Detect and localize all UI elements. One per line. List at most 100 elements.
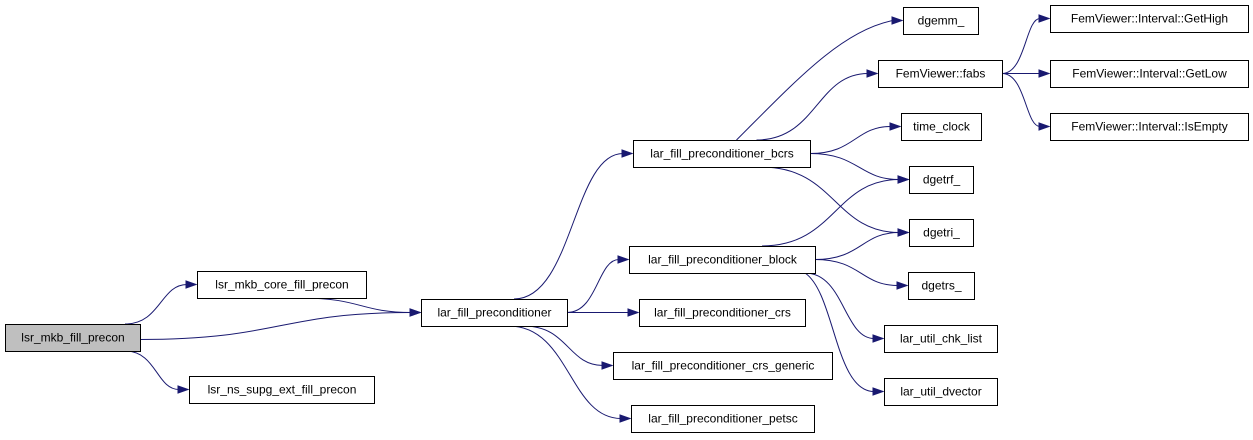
node-fabs[interactable]: FemViewer::fabs — [878, 60, 1003, 88]
edge-n_fabs-to-n_empty — [1001, 73, 1041, 127]
node-box[interactable] — [631, 405, 815, 433]
node-label: lar_fill_preconditioner_petsc — [648, 412, 797, 426]
edge-n_core-to-n_lfp — [301, 297, 412, 313]
arrowhead-n_block-to-n_dgetri — [897, 228, 910, 237]
node-label: lsr_mkb_core_fill_precon — [215, 278, 348, 292]
node-box[interactable] — [5, 324, 141, 352]
edge-n_block-to-n_chk — [804, 272, 875, 339]
node-box[interactable] — [878, 60, 1003, 88]
nodes-layer: lsr_mkb_fill_precon lsr_mkb_core_fill_pre… — [5, 5, 1249, 433]
edges-layer — [124, 14, 1051, 423]
node-box[interactable] — [884, 325, 998, 353]
edge-n_block-to-n_dgetri — [814, 232, 900, 260]
node-label: lar_fill_preconditioner_crs_generic — [632, 359, 815, 373]
node-box[interactable] — [421, 299, 568, 327]
node-bcrs[interactable]: lar_fill_preconditioner_bcrs — [633, 140, 811, 168]
node-label: lar_util_dvector — [900, 385, 981, 399]
edge-n_block-to-n_dgetrf — [761, 179, 900, 247]
node-label: lar_fill_preconditioner — [437, 306, 551, 320]
node-label: dgetrs_ — [921, 279, 961, 293]
node-label: time_clock — [913, 120, 971, 134]
node-label: lar_fill_preconditioner_crs — [654, 306, 791, 320]
node-label: lsr_ns_supg_ext_fill_precon — [208, 383, 357, 397]
arrowhead-n_block-to-n_dvec — [872, 387, 885, 396]
arrowhead-n_block-to-n_dgetrf — [897, 175, 910, 184]
arrowhead-n_fabs-to-n_high — [1038, 14, 1051, 23]
node-label: FemViewer::Interval::IsEmpty — [1071, 120, 1228, 134]
arrowhead-n_block-to-n_dgetrs — [896, 281, 909, 290]
node-core[interactable]: lsr_mkb_core_fill_precon — [197, 271, 367, 299]
node-dgetrf[interactable]: dgetrf_ — [909, 166, 974, 194]
edge-n_bcrs-to-n_time — [809, 126, 892, 154]
node-box[interactable] — [903, 7, 979, 35]
node-box[interactable] — [884, 378, 998, 406]
edge-n_root-to-n_core — [124, 284, 188, 325]
node-box[interactable] — [197, 271, 367, 299]
node-lfp[interactable]: lar_fill_preconditioner — [421, 299, 568, 327]
node-box[interactable] — [909, 166, 974, 194]
edge-n_lfp-to-n_petsc — [508, 325, 622, 419]
node-time[interactable]: time_clock — [901, 113, 982, 141]
node-petsc[interactable]: lar_fill_preconditioner_petsc — [631, 405, 815, 433]
node-box[interactable] — [613, 352, 833, 380]
node-label: FemViewer::Interval::GetHigh — [1071, 12, 1228, 26]
arrowhead-n_lfp-to-n_crs — [627, 308, 640, 317]
arrowhead-n_bcrs-to-n_time — [889, 122, 902, 131]
edge-n_lfp-to-n_block — [566, 259, 620, 313]
node-box[interactable] — [639, 299, 806, 327]
edge-n_root-to-n_supg — [124, 350, 180, 390]
node-empty[interactable]: FemViewer::Interval::IsEmpty — [1050, 113, 1249, 141]
edge-n_root-to-n_lfp — [139, 312, 412, 340]
arrowhead-n_lfp-to-n_bcrs — [621, 149, 634, 158]
arrowhead-n_fabs-to-n_empty — [1038, 122, 1051, 131]
node-supg[interactable]: lsr_ns_supg_ext_fill_precon — [189, 376, 375, 404]
edge-n_fabs-to-n_high — [1001, 18, 1041, 74]
arrowhead-n_fabs-to-n_low — [1038, 69, 1051, 78]
node-crsg[interactable]: lar_fill_preconditioner_crs_generic — [613, 352, 833, 380]
edge-n_bcrs-to-n_dgetri — [761, 166, 900, 233]
node-box[interactable] — [909, 219, 974, 247]
node-label: lar_fill_preconditioner_block — [648, 253, 798, 267]
node-label: FemViewer::fabs — [896, 67, 986, 81]
edge-n_bcrs-to-n_fabs — [756, 73, 869, 141]
edge-n_block-to-n_dgetrs — [814, 259, 899, 286]
node-block[interactable]: lar_fill_preconditioner_block — [629, 246, 816, 274]
node-dgetri[interactable]: dgetri_ — [909, 219, 974, 247]
node-label: lsr_mkb_fill_precon — [21, 331, 124, 345]
node-label: FemViewer::Interval::GetLow — [1072, 67, 1227, 81]
edge-n_lfp-to-n_bcrs — [513, 153, 624, 300]
node-high[interactable]: FemViewer::Interval::GetHigh — [1050, 5, 1249, 33]
edge-n_bcrs-to-n_dgetrf — [809, 153, 900, 180]
edge-n_bcrs-to-n_dgemm — [736, 20, 894, 141]
node-box[interactable] — [901, 113, 982, 141]
node-box[interactable] — [629, 246, 816, 274]
arrowhead-n_bcrs-to-n_dgemm — [891, 16, 904, 25]
node-root[interactable]: lsr_mkb_fill_precon — [5, 324, 141, 352]
node-box[interactable] — [1050, 60, 1249, 88]
node-box[interactable] — [1050, 113, 1249, 141]
node-label: lar_fill_preconditioner_bcrs — [650, 147, 793, 161]
arrowhead-n_root-to-n_core — [185, 280, 198, 289]
node-chk[interactable]: lar_util_chk_list — [884, 325, 998, 353]
node-dgemm[interactable]: dgemm_ — [903, 7, 979, 35]
node-label: dgemm_ — [918, 14, 965, 28]
node-dgetrs[interactable]: dgetrs_ — [908, 272, 975, 300]
arrowhead-n_lfp-to-n_petsc — [619, 414, 632, 423]
node-label: lar_util_chk_list — [900, 332, 983, 346]
node-box[interactable] — [1050, 5, 1249, 33]
node-label: dgetrf_ — [923, 173, 961, 187]
arrowhead-n_lfp-to-n_block — [617, 255, 630, 264]
node-dvec[interactable]: lar_util_dvector — [884, 378, 998, 406]
node-low[interactable]: FemViewer::Interval::GetLow — [1050, 60, 1249, 88]
node-crs[interactable]: lar_fill_preconditioner_crs — [639, 299, 806, 327]
edge-n_lfp-to-n_crsg — [523, 325, 604, 366]
node-box[interactable] — [908, 272, 975, 300]
node-box[interactable] — [633, 140, 811, 168]
arrowhead-n_lfp-to-n_crsg — [601, 361, 614, 370]
arrowhead-n_root-to-n_supg — [177, 385, 190, 394]
edge-n_block-to-n_dvec — [804, 272, 875, 392]
arrowhead-n_block-to-n_chk — [872, 334, 885, 343]
arrowhead-n_core-to-n_lfp — [409, 308, 422, 317]
node-box[interactable] — [189, 376, 375, 404]
